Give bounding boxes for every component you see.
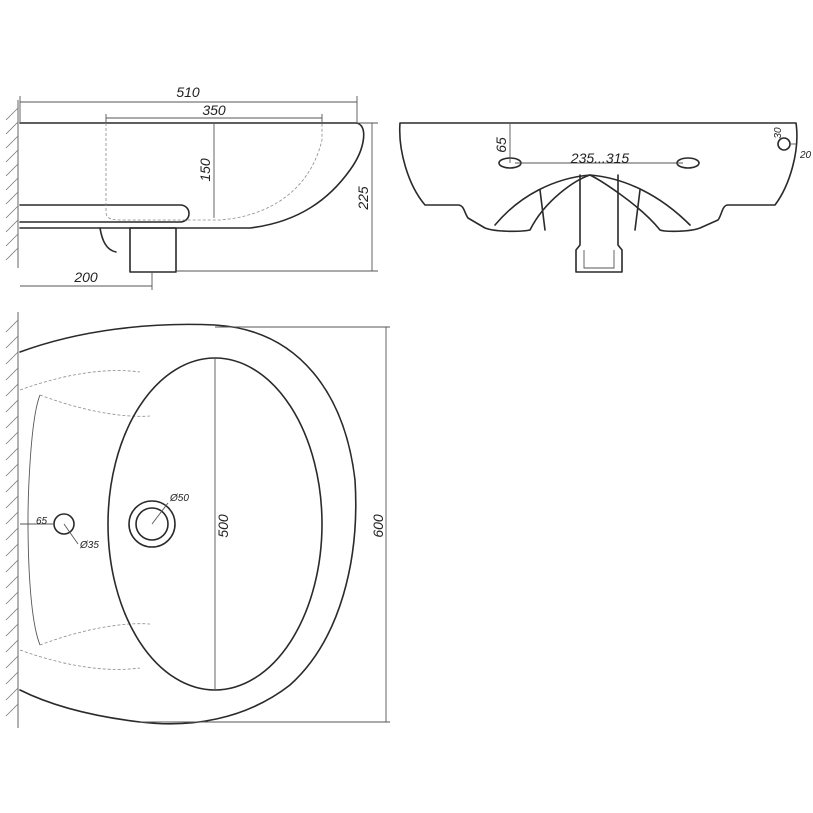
top-drain-inner xyxy=(135,507,169,541)
side-hidden-bowl xyxy=(105,123,323,221)
dim-total-width: 510 xyxy=(176,84,200,100)
front-drain xyxy=(575,174,623,273)
front-drain-inner xyxy=(583,250,615,269)
front-inner-arch xyxy=(494,174,691,226)
side-rim xyxy=(19,204,190,223)
dim-total-depth: 600 xyxy=(370,514,386,538)
top-drain-outer xyxy=(128,500,176,548)
dim-overflow-offset: 20 xyxy=(799,150,812,161)
top-hidden-lower xyxy=(19,623,151,670)
top-hidden-upper xyxy=(19,370,151,417)
dim-tap-spacing: 235...315 xyxy=(570,150,630,166)
side-view: 510 350 150 225 200 xyxy=(5,84,378,290)
top-wall-hatch xyxy=(5,312,19,728)
side-wall-hatch xyxy=(5,100,19,268)
dim-bowl-depth: 150 xyxy=(197,158,213,182)
dim-drain-diameter: Ø50 xyxy=(169,493,189,504)
dim-height: 225 xyxy=(355,186,371,211)
side-drain xyxy=(129,227,177,273)
dim-tap-hole-offset: 65 xyxy=(36,516,48,527)
dim-tap-hole-height: 65 xyxy=(493,137,509,153)
top-view: 500 600 65 Ø35 Ø50 xyxy=(5,312,390,728)
front-pedestal xyxy=(539,189,641,231)
top-rim-edge xyxy=(27,394,41,646)
side-basin-outline xyxy=(19,122,365,229)
dim-drain-offset: 200 xyxy=(73,269,98,285)
dim-tap-hole-diameter: Ø35 xyxy=(79,540,99,551)
dim-bowl-width: 350 xyxy=(202,102,226,118)
front-basin-outline xyxy=(398,122,798,233)
dim-bowl-length: 500 xyxy=(215,514,231,538)
side-bottom-nub xyxy=(99,227,117,253)
front-overflow xyxy=(777,137,791,151)
top-basin-outline xyxy=(19,323,357,725)
dim-overflow-size: 30 xyxy=(773,127,784,139)
front-view: 65 235...315 30 20 xyxy=(398,122,812,273)
